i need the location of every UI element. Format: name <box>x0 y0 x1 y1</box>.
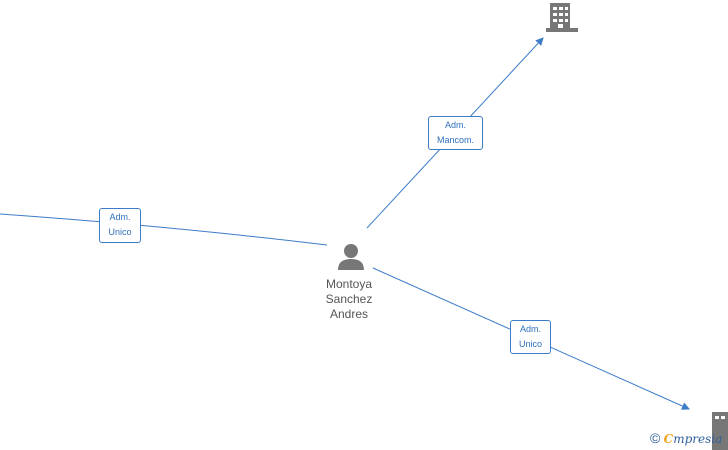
person-icon[interactable] <box>338 244 364 270</box>
person-name-line: Montoya <box>325 277 373 291</box>
copyright-symbol: © <box>650 430 661 446</box>
person-name-line: Andres <box>329 307 369 321</box>
edge-top-label: Adm. Mancom. <box>428 116 483 150</box>
brand-rest: mpresia <box>673 432 723 446</box>
building-icon[interactable] <box>546 3 578 32</box>
edge-label-line: Adm. <box>109 212 131 222</box>
brand-logo: Cmpresia <box>664 432 723 446</box>
edge-left-label: Adm. Unico <box>99 208 141 243</box>
edge-bottom-label: Adm. Unico <box>510 320 551 354</box>
edge-label-line: Adm. <box>444 120 466 130</box>
person-name-line: Sanchez <box>325 292 373 306</box>
building-icon[interactable] <box>712 412 728 450</box>
person-name-label[interactable]: Montoya Sanchez Andres <box>311 277 387 322</box>
edge-label-line: Mancom. <box>436 135 474 145</box>
edge-left-line <box>0 213 328 246</box>
edge-label-line: Adm. <box>519 324 541 334</box>
edge-label-line: Unico <box>518 339 542 349</box>
edge-label-line: Unico <box>108 227 132 237</box>
brand-watermark: © Cmpresia <box>650 430 722 446</box>
brand-initial: C <box>663 432 674 446</box>
